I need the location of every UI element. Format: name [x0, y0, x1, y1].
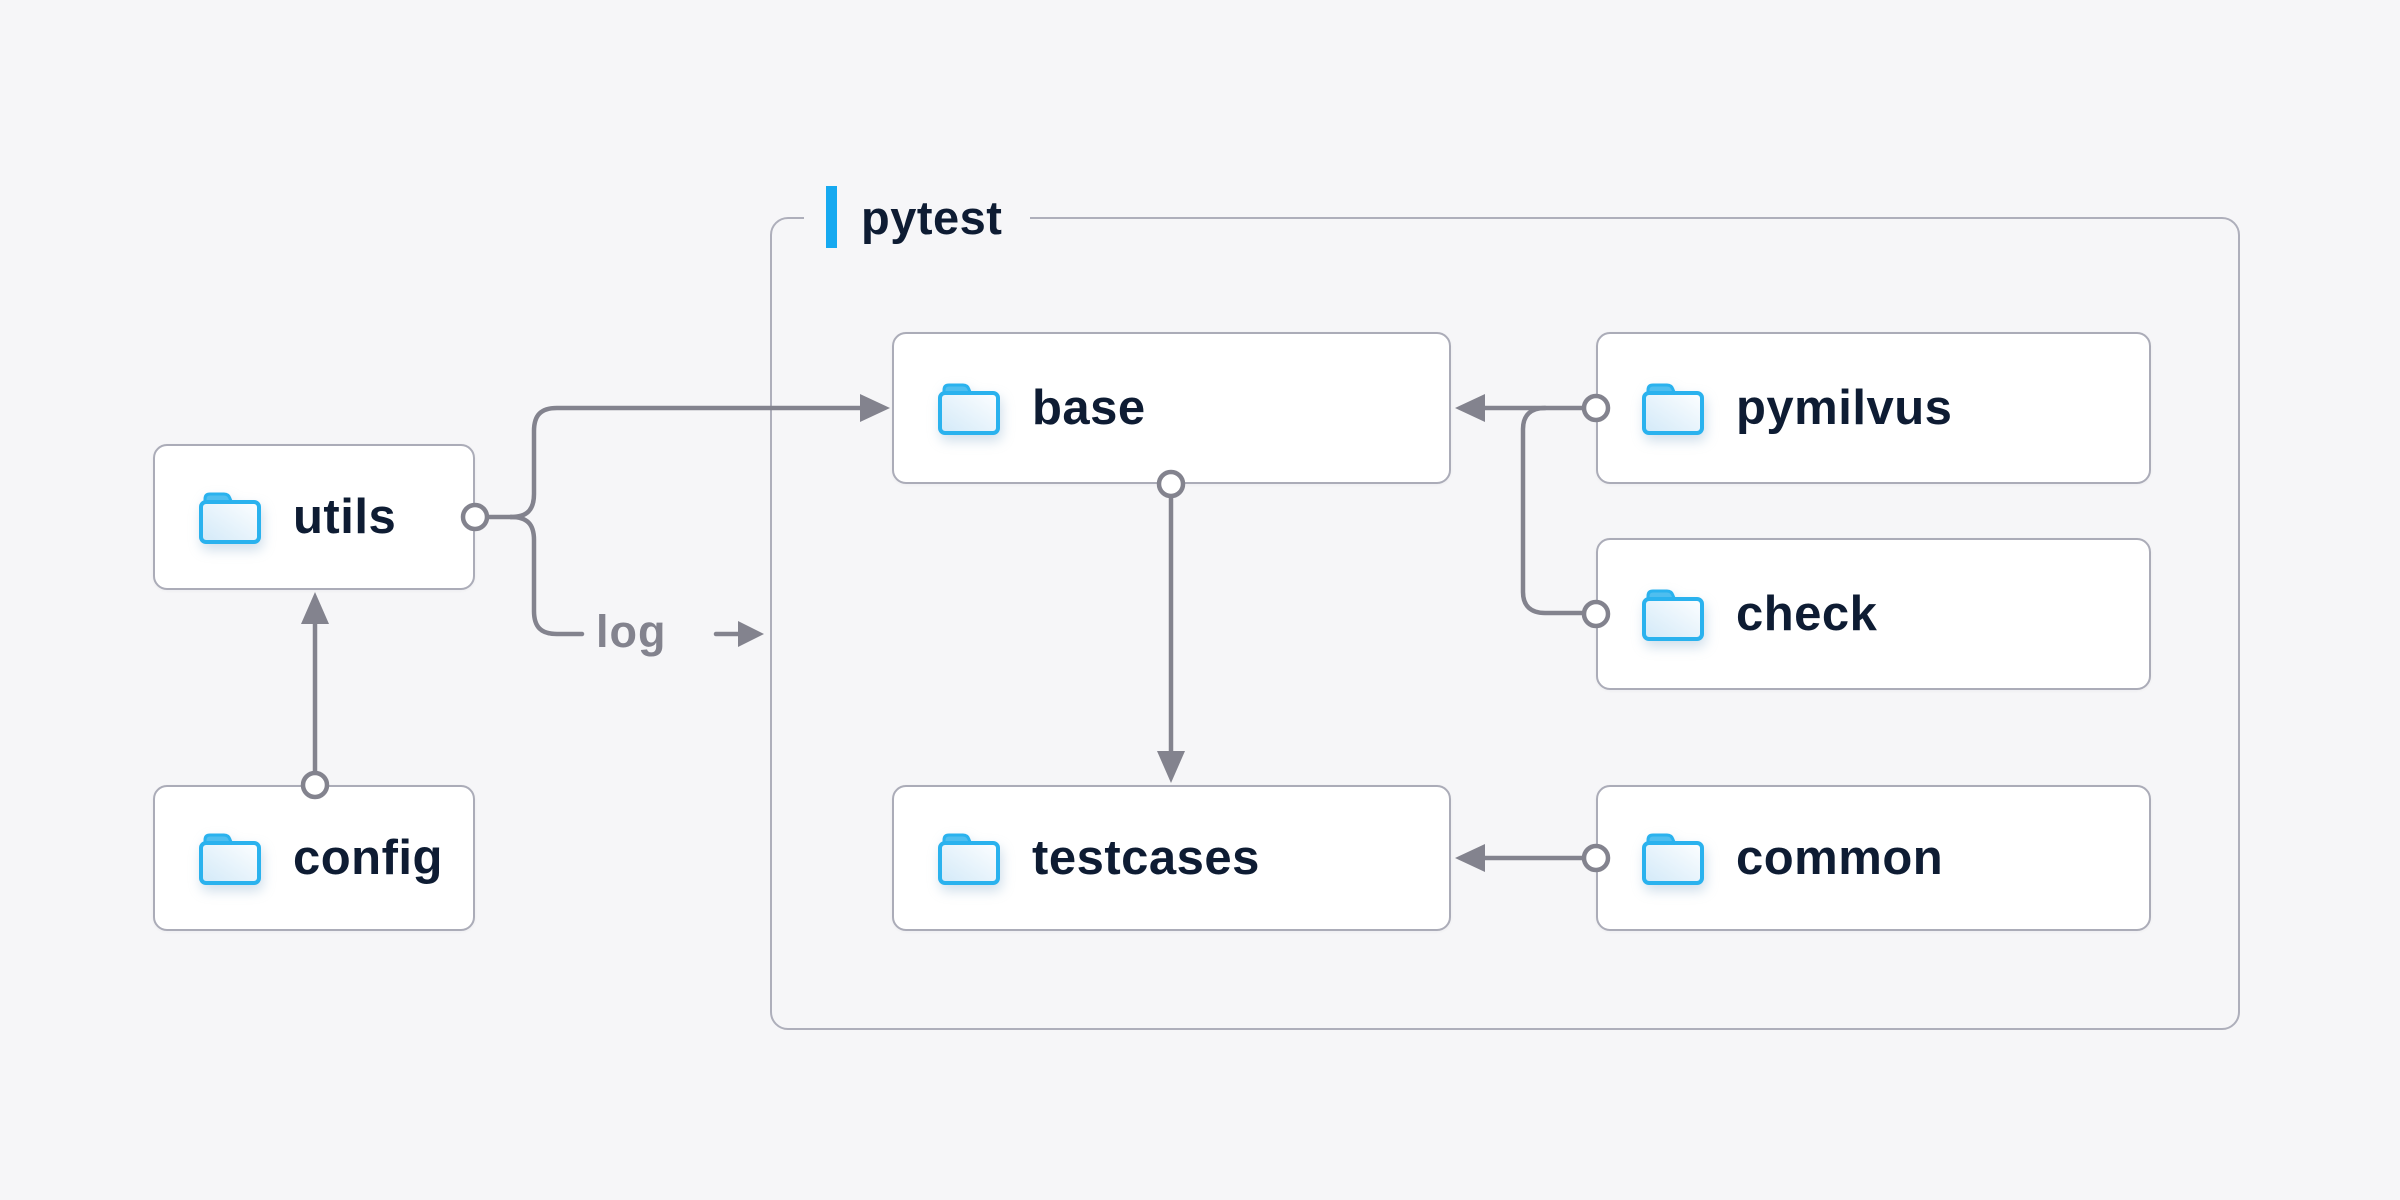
node-label: check [1736, 587, 1878, 641]
node-check: check [1596, 538, 2151, 690]
folder-icon [936, 379, 1002, 437]
group-title: pytest [861, 190, 1003, 244]
node-label: common [1736, 831, 1944, 885]
folder-icon [936, 829, 1002, 887]
node-utils: utils [153, 444, 475, 590]
log-label: log [596, 606, 667, 657]
node-label: pymilvus [1736, 381, 1953, 435]
folder-icon [1640, 829, 1706, 887]
node-config: config [153, 785, 475, 931]
folder-icon [1640, 585, 1706, 643]
folder-icon [1640, 379, 1706, 437]
edge-config-utils [300, 592, 330, 800]
folder-icon [197, 829, 263, 887]
accent-bar [826, 186, 837, 248]
node-label: testcases [1032, 831, 1260, 885]
node-label: utils [293, 490, 397, 544]
node-pymilvus: pymilvus [1596, 332, 2151, 484]
node-label: base [1032, 381, 1146, 435]
pytest-group-frame [770, 217, 2240, 1030]
node-common: common [1596, 785, 2151, 931]
node-base: base [892, 332, 1451, 484]
folder-icon [197, 488, 263, 546]
node-testcases: testcases [892, 785, 1451, 931]
node-label: config [293, 831, 443, 885]
pytest-group-label: pytest [804, 185, 1031, 249]
